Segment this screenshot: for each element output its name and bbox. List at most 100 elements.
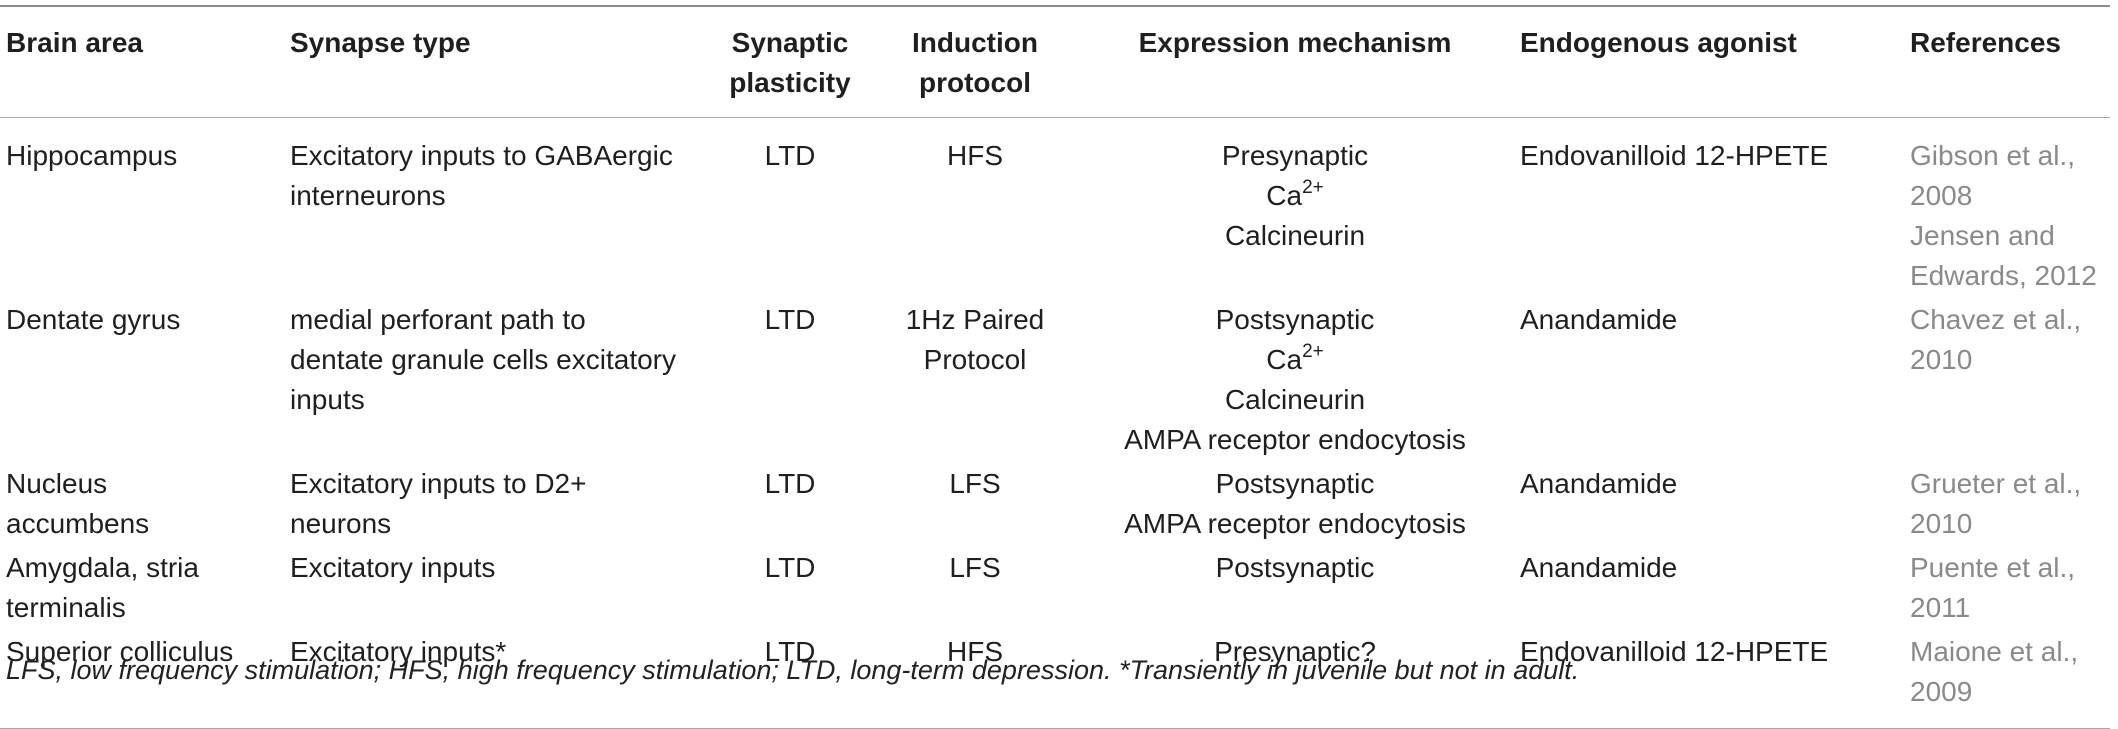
header-row: Brain area Synapse type Synaptic plastic… xyxy=(0,7,2110,118)
header-plasticity-line: Synaptic xyxy=(731,27,849,58)
cell-expression-line: Ca2+ xyxy=(1070,340,1520,380)
cell-synapse-type-line: neurons xyxy=(290,504,700,544)
cell-plasticity: LTD xyxy=(764,140,816,171)
data-table: Brain area Synapse type Synaptic plastic… xyxy=(0,7,2110,729)
cell-synapse-type-line: dentate granule cells excitatory xyxy=(290,340,700,380)
table-body: Hippocampus Excitatory inputs to GABAergi… xyxy=(0,118,2110,729)
header-induction: Induction protocol xyxy=(880,7,1070,118)
cell-references: Puente et al., 2011 xyxy=(1910,546,2110,630)
cell-expression-text: Presynaptic xyxy=(1221,140,1369,171)
cell-references-line: Grueter et al., 2010 xyxy=(1910,464,2110,544)
cell-synapse-type-text: inputs xyxy=(290,384,365,415)
header-synapse-type: Synapse type xyxy=(290,7,700,118)
cell-brain-area-line: Superior colliculus xyxy=(6,632,290,672)
cell-references-text: Chavez et al., 2010 xyxy=(1910,304,2082,375)
cell-expression-line: Postsynaptic xyxy=(1070,300,1520,340)
cell-induction-text: HFS xyxy=(947,636,1003,667)
cell-expression-text: AMPA receptor endocytosis xyxy=(1124,424,1466,455)
cell-expression-text: Postsynaptic xyxy=(1215,304,1375,335)
cell-induction-text: LFS xyxy=(949,552,1001,583)
header-brain-area: Brain area xyxy=(0,7,290,118)
cell-agonist: Anandamide xyxy=(1520,552,1678,583)
cell-brain-area-text: terminalis xyxy=(6,592,126,623)
header-references: References xyxy=(1910,7,2110,118)
cell-references: Chavez et al., 2010 xyxy=(1910,298,2110,462)
cell-synapse-type-text: Excitatory inputs xyxy=(290,552,496,583)
cell-agonist: Anandamide xyxy=(1520,304,1678,335)
cell-brain-area-text: Amygdala, stria xyxy=(6,552,199,583)
cell-references-line: Gibson et al., 2008 xyxy=(1910,136,2110,216)
cell-induction-text: HFS xyxy=(947,140,1003,171)
cell-brain-area-line: accumbens xyxy=(6,504,290,544)
cell-expression-line: Presynaptic? xyxy=(1070,632,1520,672)
cell-synapse-type-text: neurons xyxy=(290,508,392,539)
cell-synapse-type: Excitatory inputs xyxy=(290,546,700,630)
cell-brain-area-line: terminalis xyxy=(6,588,290,628)
cell-expression-line: AMPA receptor endocytosis xyxy=(1070,504,1520,544)
header-expression: Expression mechanism xyxy=(1070,7,1520,118)
cell-references: Maione et al., 2009 xyxy=(1910,630,2110,729)
header-plasticity: Synaptic plasticity xyxy=(700,7,880,118)
cell-references: Grueter et al., 2010 xyxy=(1910,462,2110,546)
cell-expression: Postsynaptic xyxy=(1070,546,1520,630)
cell-expression-text: Presynaptic? xyxy=(1214,636,1376,667)
cell-references-line: Jensen and xyxy=(1910,216,2110,256)
cell-brain-area-text: Nucleus xyxy=(6,468,108,499)
cell-expression-text: Postsynaptic xyxy=(1215,552,1375,583)
header-induction-line: protocol xyxy=(919,67,1031,98)
cell-synapse-type-line: Excitatory inputs to D2+ xyxy=(290,464,700,504)
cell-induction: HFS xyxy=(880,118,1070,299)
cell-synapse-type-text: dentate granule cells excitatory xyxy=(290,344,676,375)
cell-induction-line: LFS xyxy=(880,548,1070,588)
cell-agonist: Endovanilloid 12-HPETE xyxy=(1520,140,1829,171)
table-footnote: LFS, low frequency stimulation; HFS, hig… xyxy=(6,655,1580,685)
cell-references-line: Chavez et al., 2010 xyxy=(1910,300,2110,380)
cell-references-text: Puente et al., 2011 xyxy=(1910,552,2076,623)
header-induction-line: Induction xyxy=(912,27,1038,58)
cell-expression-line: Postsynaptic xyxy=(1070,464,1520,504)
cell-induction-line: HFS xyxy=(880,136,1070,176)
header-plasticity-line: plasticity xyxy=(729,67,851,98)
table-container: Brain area Synapse type Synaptic plastic… xyxy=(0,5,2110,729)
cell-plasticity: LTD xyxy=(764,552,816,583)
cell-references-text: Maione et al., 2009 xyxy=(1910,636,2079,707)
cell-expression-line: AMPA receptor endocytosis xyxy=(1070,420,1520,460)
cell-synapse-type: medial perforant path to dentate granule … xyxy=(290,298,700,462)
cell-references-line: Puente et al., 2011 xyxy=(1910,548,2110,628)
cell-agonist: Anandamide xyxy=(1520,468,1678,499)
cell-synapse-type-text: medial perforant path to xyxy=(290,304,586,335)
cell-synapse-type-text: Excitatory inputs to D2+ xyxy=(290,468,587,499)
cell-expression-line: Ca2+ xyxy=(1070,176,1520,216)
cell-synapse-type: Excitatory inputs to D2+ neurons xyxy=(290,462,700,546)
cell-synapse-type-line: inputs xyxy=(290,380,700,420)
cell-expression-line: Calcineurin xyxy=(1070,380,1520,420)
cell-synapse-type-text: Excitatory inputs* xyxy=(290,636,507,667)
superscript: 2+ xyxy=(1302,176,1324,198)
cell-expression-text: Calcineurin xyxy=(1224,384,1366,415)
cell-references-text: Jensen and xyxy=(1910,220,2055,251)
cell-induction-line: LFS xyxy=(880,464,1070,504)
cell-plasticity: LTD xyxy=(764,304,816,335)
cell-references-text: Grueter et al., 2010 xyxy=(1910,468,2082,539)
cell-expression-text: Calcineurin xyxy=(1224,220,1366,251)
cell-expression-text: AMPA receptor endocytosis xyxy=(1124,508,1466,539)
cell-brain-area-text: Hippocampus xyxy=(6,140,178,171)
table-top-rule xyxy=(0,5,2110,7)
cell-references-line: Edwards, 2012 xyxy=(1910,256,2110,296)
cell-induction-line: 1Hz Paired xyxy=(880,300,1070,340)
cell-brain-area-text: Dentate gyrus xyxy=(6,304,181,335)
cell-brain-area-line: Amygdala, stria xyxy=(6,548,290,588)
cell-induction-text: 1Hz Paired xyxy=(905,304,1045,335)
cell-brain-area-text: accumbens xyxy=(6,508,150,539)
cell-references-text: Edwards, 2012 xyxy=(1910,260,2097,291)
cell-brain-area: Hippocampus xyxy=(0,118,290,299)
cell-expression-text: Postsynaptic xyxy=(1215,468,1375,499)
table-row: Nucleus accumbens Excitatory inputs to D2+… xyxy=(0,462,2110,546)
cell-induction-text: Protocol xyxy=(923,344,1027,375)
cell-induction: LFS xyxy=(880,462,1070,546)
cell-plasticity: LTD xyxy=(764,468,816,499)
